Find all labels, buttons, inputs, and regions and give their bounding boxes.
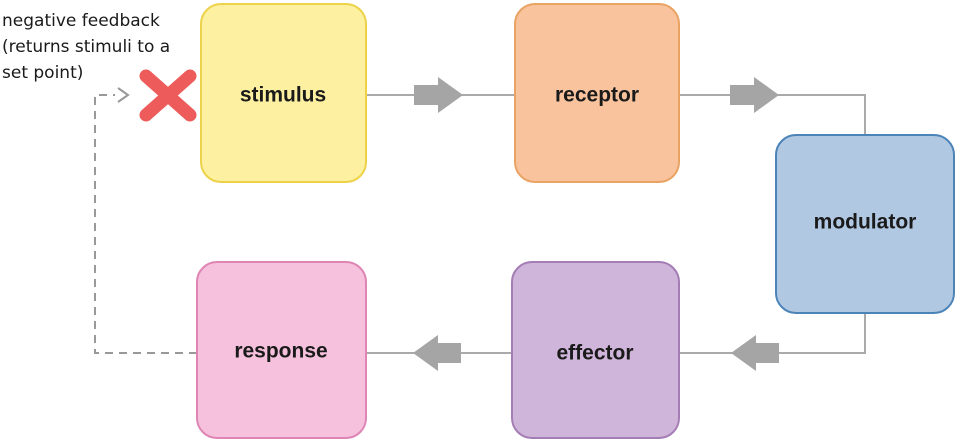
stimulus-label: stimulus: [240, 84, 326, 107]
node-stimulus: stimulus: [200, 3, 367, 183]
node-modulator: modulator: [775, 134, 955, 314]
feedback-note-line-3: set point): [2, 63, 83, 83]
arrow-left-icon: [413, 335, 461, 371]
feedback-dashed-path: [94, 94, 197, 354]
receptor-box: [514, 3, 680, 183]
effector-box: [511, 261, 680, 439]
connector-receptor-modulator: [679, 94, 866, 135]
node-effector: effector: [511, 261, 680, 439]
node-response: response: [196, 261, 367, 439]
feedback-note: negative feedback (returns stimuli to a …: [2, 11, 170, 83]
modulator-label: modulator: [814, 211, 917, 234]
response-box: [196, 261, 367, 439]
cross-icon: [139, 69, 197, 122]
arrow-right-icon: [414, 77, 463, 113]
arrow-right-icon: [730, 77, 779, 113]
stimulus-box: [200, 3, 367, 183]
response-label: response: [234, 340, 327, 363]
feedback-arrowhead-icon: [117, 87, 130, 103]
receptor-label: receptor: [555, 84, 639, 107]
node-receptor: receptor: [514, 3, 680, 183]
modulator-box: [775, 134, 955, 314]
feedback-note-line-2: (returns stimuli to a: [2, 37, 170, 57]
arrow-left-icon: [731, 335, 779, 371]
flow-arrows: [117, 77, 779, 371]
effector-label: effector: [556, 342, 633, 365]
feedback-note-line-1: negative feedback: [2, 11, 160, 31]
